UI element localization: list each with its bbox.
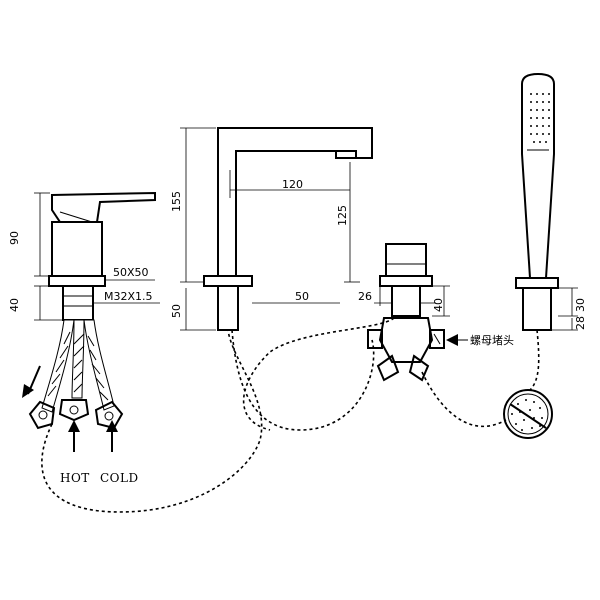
spout-base-width-dim: 50 [295, 290, 309, 303]
nut-cap-label: 螺母堵头 [470, 333, 514, 347]
cold-label: COLD [100, 471, 139, 485]
handshower-base-width-dim: 28 [574, 316, 587, 330]
diverter-base-height-dim: 40 [432, 298, 445, 312]
braided-supply-hoses [28, 319, 124, 430]
spout-base-height-dim: 50 [170, 304, 183, 318]
bath-spout [203, 127, 373, 331]
mixer-height-dim: 90 [8, 231, 21, 245]
hot-label: HOT [60, 471, 90, 485]
diverter-dimension-lines [374, 285, 450, 317]
flow-arrows [22, 365, 118, 452]
mixer-base-height-dim: 40 [8, 298, 21, 312]
hand-shower [515, 72, 559, 331]
mixer-thread-dim: M32X1.5 [104, 290, 153, 303]
mixer-dimension-lines [34, 192, 160, 321]
handshower-dimension-lines [551, 287, 578, 331]
shower-spray-holes [530, 93, 550, 143]
spout-outlet-height-dim: 125 [336, 205, 349, 226]
spout-reach-dim: 120 [282, 178, 303, 191]
diverter-valve [367, 243, 445, 382]
handshower-base-height-dim: 30 [574, 298, 587, 312]
spout-dimension-lines [180, 127, 360, 331]
connecting-hoses [41, 317, 540, 513]
diverter-width-dim: 26 [358, 290, 372, 303]
shower-hose-coil [503, 389, 553, 439]
spout-total-height-dim: 155 [170, 191, 183, 212]
mixer-base-size-dim: 50X50 [113, 266, 149, 279]
